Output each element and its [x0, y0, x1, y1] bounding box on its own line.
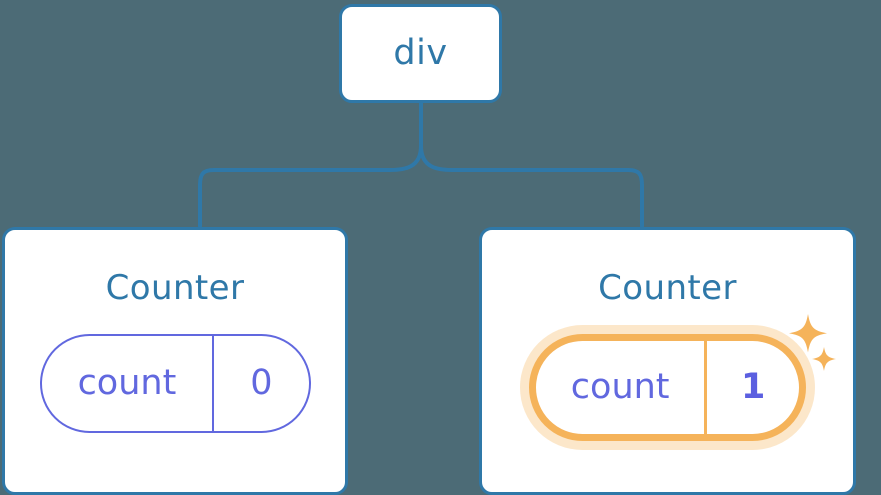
state-key-right: count [570, 367, 670, 407]
state-pill-divider-right [704, 341, 708, 434]
state-pill-wrap-right: count 1 [482, 314, 853, 441]
node-counter-right[interactable]: Counter count 1 [479, 227, 856, 495]
state-key-left: count [77, 363, 177, 403]
state-value-left: 0 [250, 363, 273, 403]
state-pill-left[interactable]: count 0 [39, 334, 311, 433]
node-counter-right-label: Counter [598, 268, 737, 308]
state-pill-right[interactable]: count 1 [529, 334, 806, 441]
node-div-label: div [393, 33, 448, 73]
state-pill-wrap-left: count 0 [5, 334, 345, 433]
node-div[interactable]: div [339, 4, 502, 103]
state-value-right: 1 [740, 367, 766, 407]
sparkle-small-icon [812, 347, 836, 371]
connector-branch-left [198, 144, 423, 228]
node-counter-left-label: Counter [105, 268, 245, 308]
state-pill-divider-left [212, 336, 215, 431]
node-counter-left[interactable]: Counter count 0 [2, 227, 348, 495]
connector-branch-right [419, 144, 644, 228]
